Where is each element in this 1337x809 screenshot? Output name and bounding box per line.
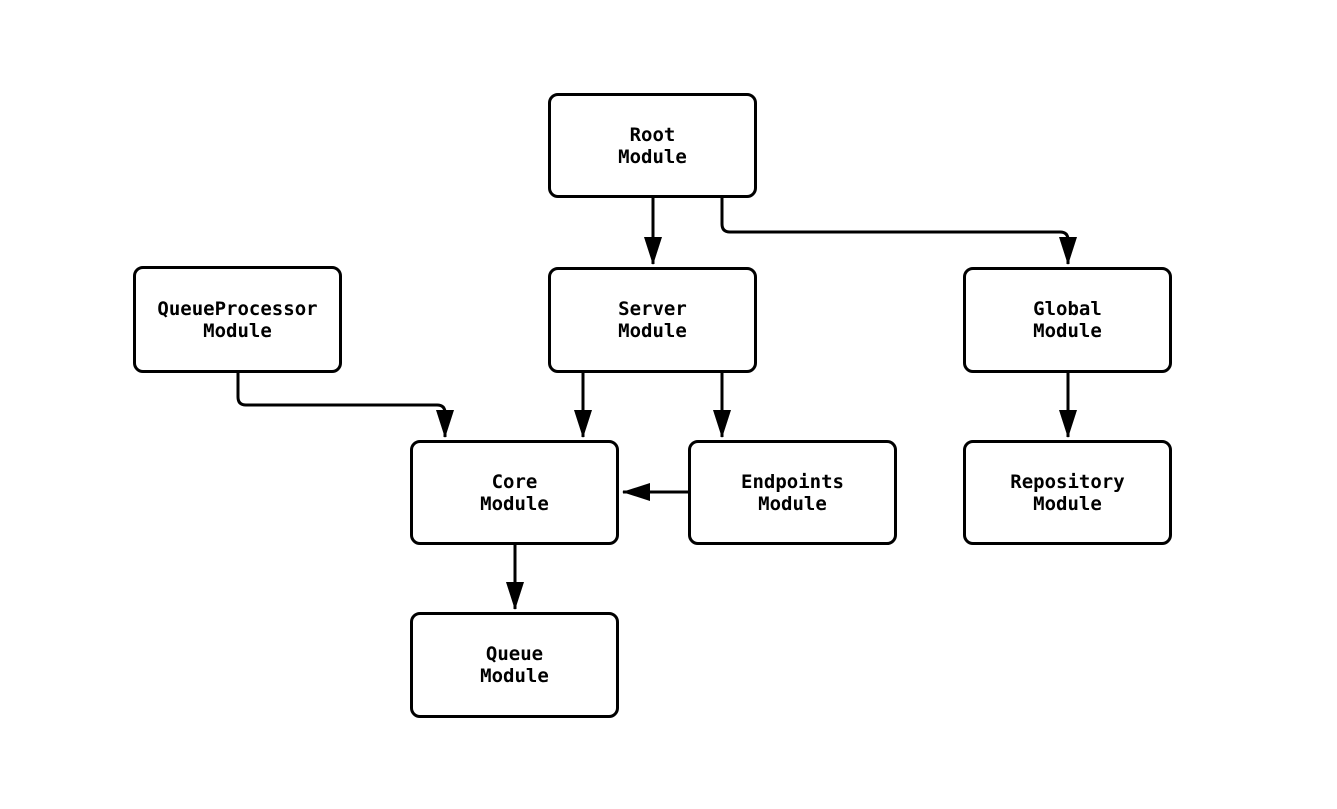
node-label: QueueProcessor bbox=[157, 297, 318, 320]
node-label: Core bbox=[491, 470, 538, 493]
node-global-module: Global Module bbox=[963, 267, 1172, 373]
node-label: Module bbox=[618, 145, 687, 168]
node-label: Repository bbox=[1010, 470, 1125, 493]
node-label: Module bbox=[480, 665, 549, 687]
node-label: Server bbox=[618, 298, 687, 320]
node-queue-module: Queue Module bbox=[410, 612, 619, 718]
node-label: Root bbox=[629, 123, 676, 146]
node-root-module: Root Module bbox=[548, 93, 757, 198]
node-endpoints-module: Endpoints Module bbox=[688, 440, 897, 545]
node-label: Module bbox=[1033, 492, 1102, 515]
node-label: Module bbox=[1033, 320, 1102, 342]
node-label: Module bbox=[480, 492, 549, 515]
node-core-module: Core Module bbox=[410, 440, 619, 545]
edge-queueprocessor-to-core-arrow bbox=[236, 373, 454, 438]
edge-root-to-global-arrow bbox=[720, 198, 1077, 265]
node-label: Global bbox=[1033, 298, 1102, 320]
node-queueprocessor-module: QueueProcessor Module bbox=[133, 266, 342, 373]
node-label: Module bbox=[618, 320, 687, 342]
node-label: Module bbox=[203, 319, 272, 342]
node-label: Endpoints bbox=[741, 470, 844, 493]
node-server-module: Server Module bbox=[548, 267, 757, 373]
node-label: Module bbox=[758, 492, 827, 515]
node-label: Queue bbox=[485, 643, 544, 665]
node-repository-module: Repository Module bbox=[963, 440, 1172, 545]
